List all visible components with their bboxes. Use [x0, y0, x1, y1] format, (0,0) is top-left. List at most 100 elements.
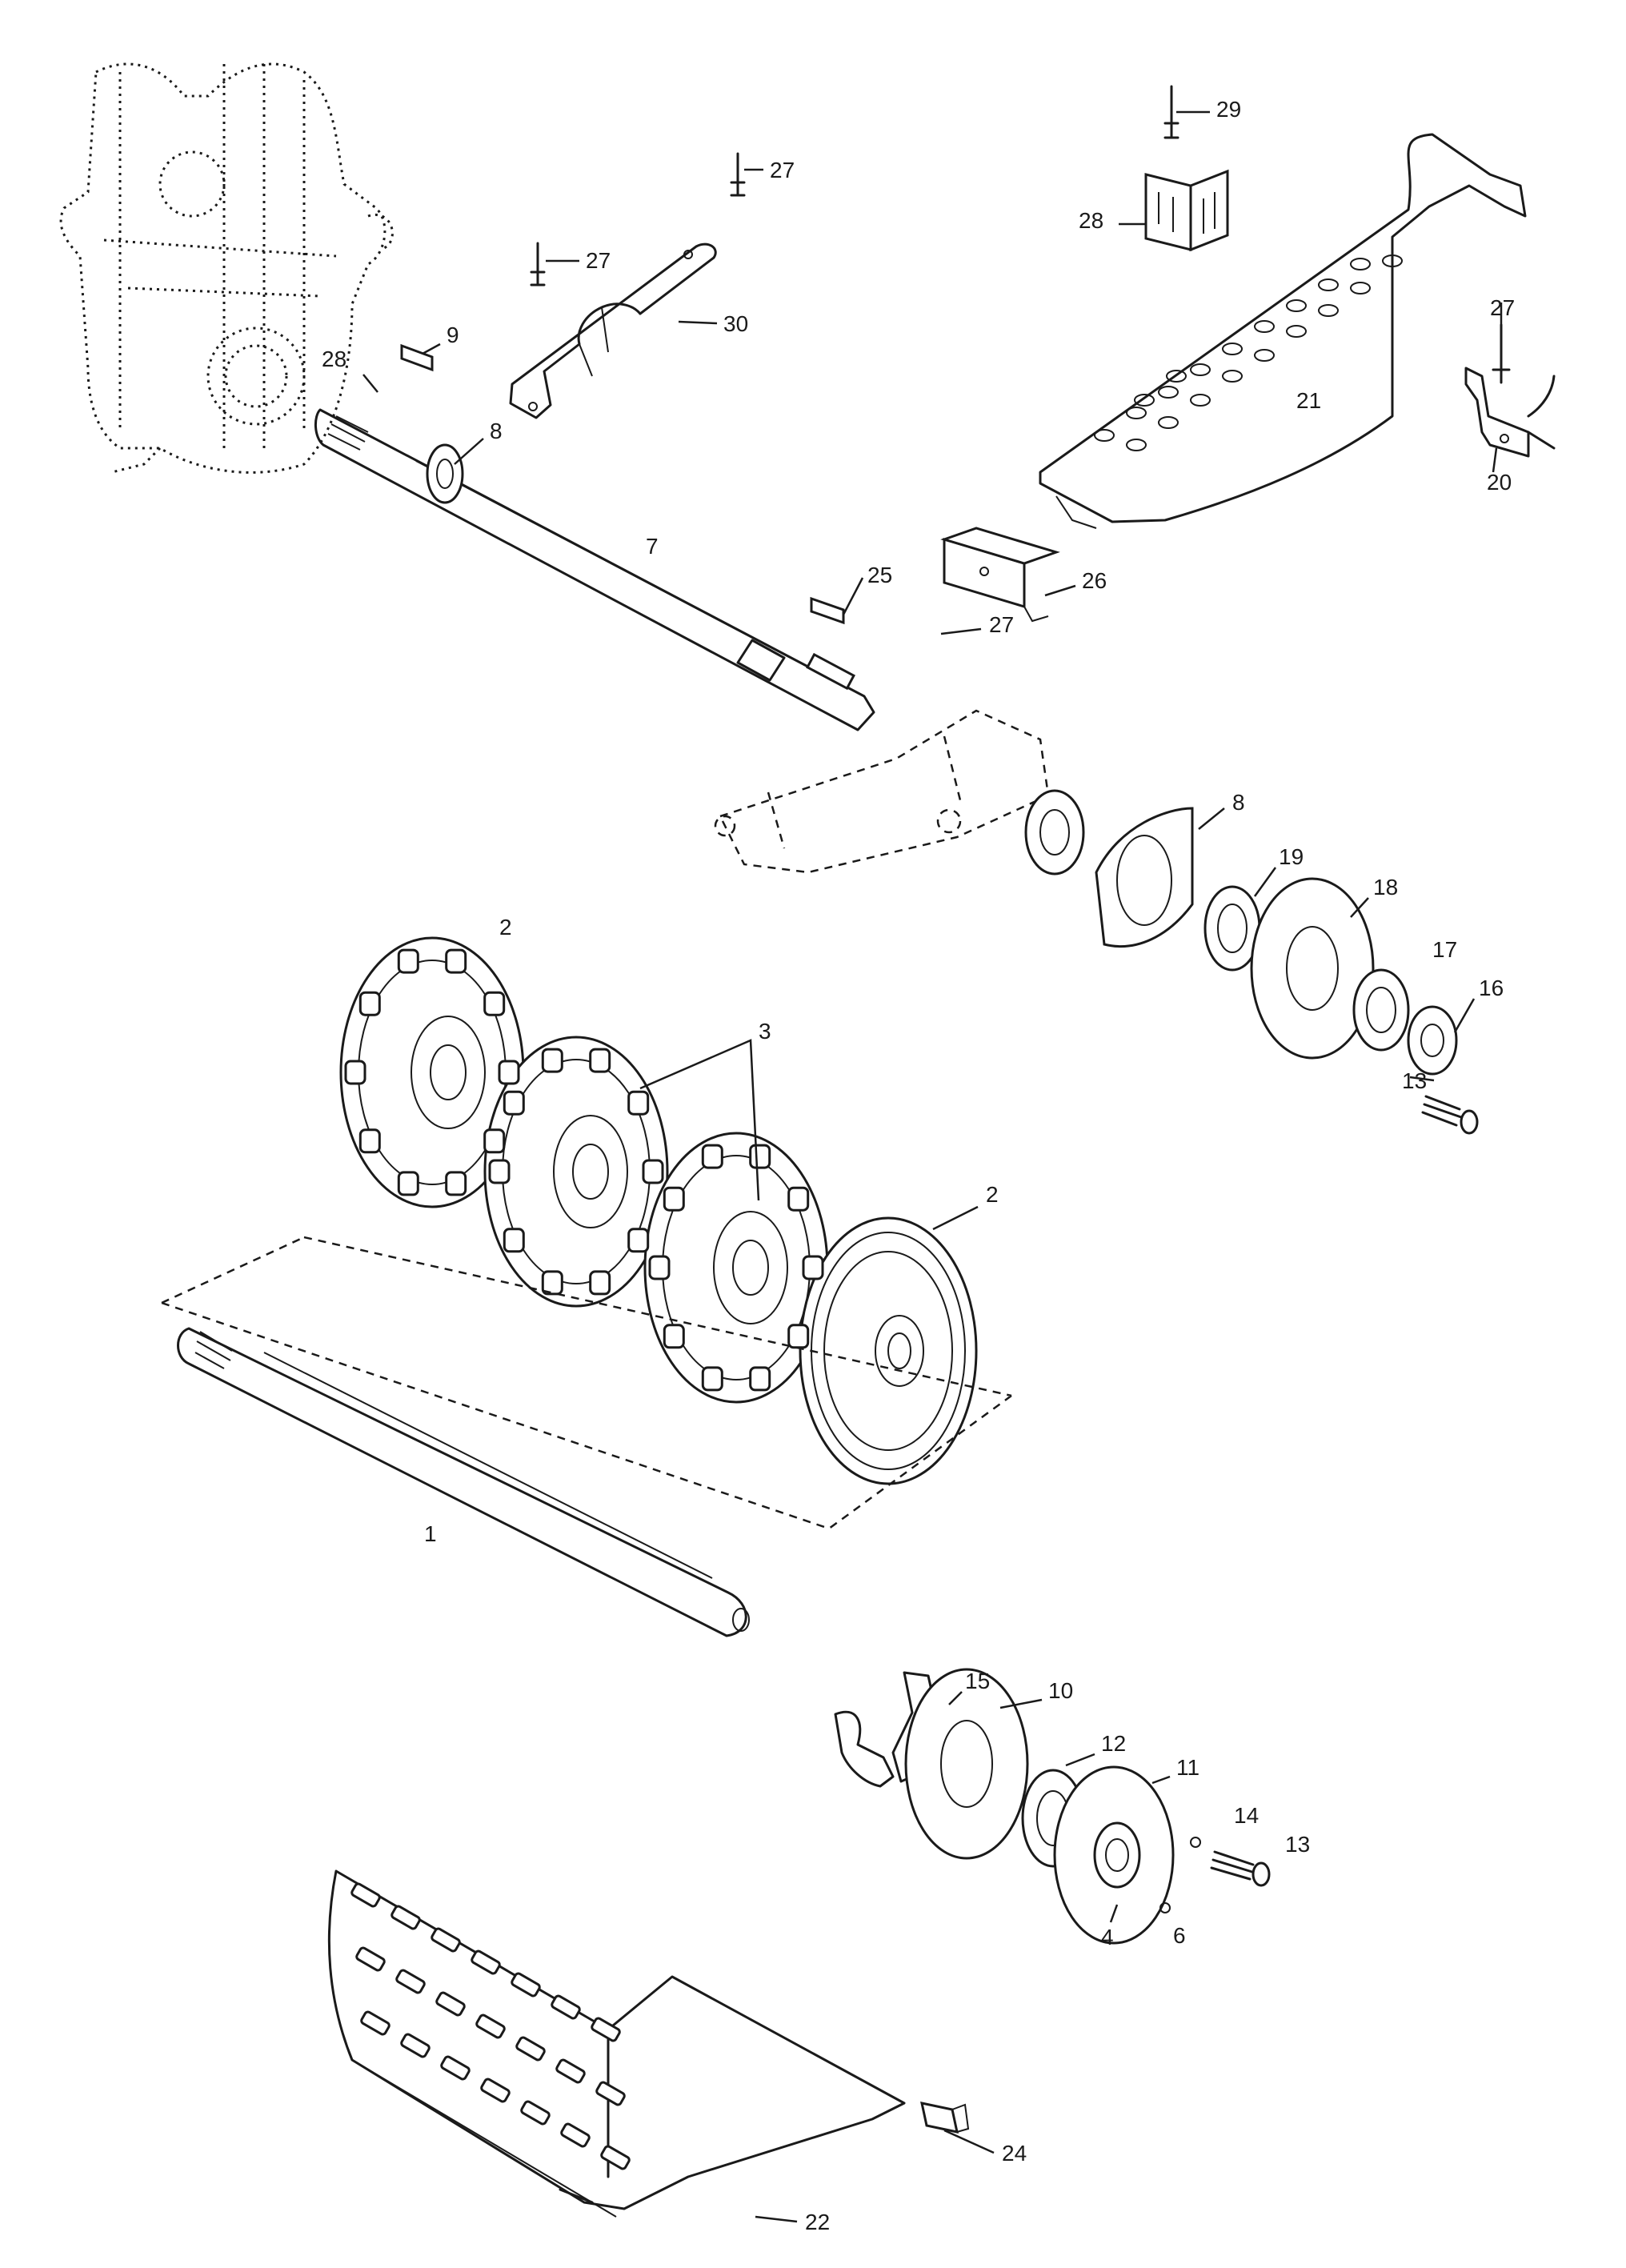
track-cleat [350, 1882, 381, 1908]
bolt-27-left [530, 242, 546, 287]
plate-hole [1286, 325, 1307, 338]
sprocket-tooth [445, 948, 467, 974]
washer-16 [1407, 1005, 1458, 1076]
plate-hole [1286, 299, 1307, 312]
callout-4: 4 [1101, 1925, 1114, 1949]
callout-13: 13 [1402, 1068, 1427, 1093]
track-cleat [555, 2058, 586, 2084]
cover-11 [1053, 1765, 1175, 1945]
sprocket-tooth [397, 1171, 419, 1196]
sprocket-tooth [358, 1128, 381, 1154]
sprocket-tooth [701, 1366, 723, 1392]
callout-16: 16 [1479, 976, 1504, 1000]
plate-hole [1134, 394, 1155, 407]
callout-25: 25 [867, 563, 892, 587]
plate-hole [1318, 278, 1339, 291]
callout-8: 8 [490, 419, 503, 443]
sprocket-tooth [627, 1228, 650, 1253]
callout-24: 24 [1002, 2141, 1027, 2166]
sprocket-tooth [648, 1255, 671, 1280]
callout-8: 8 [1232, 790, 1245, 815]
sprocket-tooth [787, 1324, 810, 1349]
bolt-14-13 [1190, 1837, 1271, 1887]
plate-hole [1222, 370, 1243, 383]
callout-30: 30 [723, 311, 748, 336]
leader-lines [362, 110, 1503, 2223]
sprocket-tooth [397, 948, 419, 974]
sprocket-tooth [503, 1228, 525, 1253]
bolt-27-right [1492, 323, 1511, 384]
flange-18 [1250, 877, 1375, 1060]
plate-hole [1318, 304, 1339, 317]
callout-26: 26 [1082, 568, 1107, 593]
callout-1: 1 [424, 1521, 437, 1546]
callout-13: 13 [1285, 1832, 1310, 1857]
callout-2: 2 [986, 1182, 999, 1207]
track-cleat [511, 1972, 541, 1998]
callout-10: 10 [1048, 1678, 1073, 1703]
plate-hole [1158, 386, 1179, 399]
sprocket-tooth [483, 1128, 506, 1154]
sprocket-tooth [483, 991, 506, 1016]
sprocket-tooth [589, 1048, 611, 1073]
track-cleat [400, 2033, 431, 2058]
plate-hole [1382, 254, 1403, 267]
bolt-13-upper [1421, 1095, 1479, 1135]
bearing-8-lower [1024, 789, 1085, 876]
track-cleat [360, 2010, 390, 2036]
track-cleat [600, 2145, 631, 2170]
sprocket-tooth [498, 1060, 520, 1085]
sprocket-tooth [488, 1159, 511, 1184]
drive-shaft [314, 408, 875, 731]
sprocket-tooth [541, 1048, 563, 1073]
callout-11: 11 [1176, 1755, 1199, 1780]
callout-17: 17 [1432, 937, 1457, 962]
flange-10 [904, 1668, 1029, 1860]
sprocket-tooth [358, 991, 381, 1016]
clip-28 [1144, 169, 1229, 252]
bearing-housing-plate [1095, 807, 1194, 948]
bracket-30 [509, 242, 717, 419]
sprocket-tooth [642, 1159, 664, 1184]
callout-3: 3 [759, 1019, 771, 1044]
sprocket-tooth [541, 1270, 563, 1296]
track-cleat [431, 1927, 461, 1953]
callout-27: 27 [770, 158, 795, 182]
track-cleat [591, 2017, 621, 2042]
track-cleat [395, 1969, 426, 1994]
sprocket-2-left [339, 936, 525, 1208]
track-cleats [350, 1882, 631, 2170]
plate-hole [1350, 258, 1371, 270]
track-cleat [551, 1994, 581, 2020]
callout-18: 18 [1373, 875, 1398, 900]
callout-27: 27 [989, 612, 1014, 637]
bracket-26 [940, 527, 1060, 623]
sprocket-tooth [344, 1060, 366, 1085]
sprocket-tooth [663, 1324, 685, 1349]
sprocket-tooth [627, 1090, 650, 1116]
key-9 [400, 343, 434, 372]
sprocket-tooth [589, 1270, 611, 1296]
callout-27: 27 [586, 248, 611, 273]
protector-plate [1039, 133, 1527, 529]
sprocket-tooth [503, 1090, 525, 1116]
callout-14: 14 [1234, 1803, 1259, 1828]
callout-22: 22 [805, 2210, 830, 2234]
track-shaft [177, 1327, 750, 1637]
bolt-27-top [730, 152, 746, 197]
plate-hole [1094, 429, 1115, 442]
assembly-outline [161, 1236, 1012, 1530]
plate-hole [1126, 407, 1147, 419]
key-25 [810, 596, 845, 625]
plate-hole [1158, 416, 1179, 429]
sprocket-tooth [445, 1171, 467, 1196]
track-cleat [595, 2081, 626, 2106]
sprocket-tooth [749, 1144, 771, 1169]
callout-15: 15 [965, 1669, 990, 1693]
protector-plate-holes [1094, 254, 1403, 451]
nut-6 [1159, 1902, 1171, 1913]
track-cleat [515, 2036, 546, 2062]
plate-hole [1190, 363, 1211, 376]
